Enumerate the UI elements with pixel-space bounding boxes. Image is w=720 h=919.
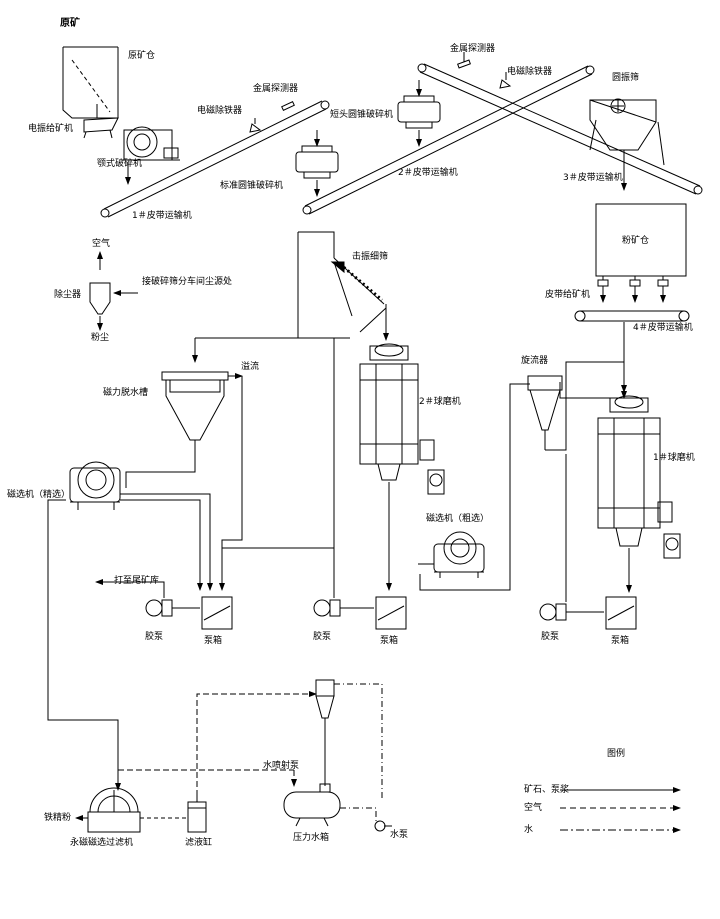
metal-detector-2-label: 金属探测器 <box>450 44 496 54</box>
metal-detector-1-icon <box>281 100 295 112</box>
filtrate-tank <box>187 796 207 833</box>
belt-conveyor-1 <box>100 100 330 218</box>
water-pump-label: 水泵 <box>390 830 409 840</box>
water-pump-icon <box>374 820 386 832</box>
water-jet-pump-label: 水喷射泵 <box>263 761 300 771</box>
pump-box-3-label: 泵箱 <box>611 636 630 646</box>
belt-1-label: 1＃皮带运输机 <box>132 211 192 221</box>
ball-mill-2 <box>359 343 445 495</box>
belt-3-label: 3＃皮带运输机 <box>563 173 623 183</box>
pump-box-2 <box>375 596 407 630</box>
rubber-pump-1-label: 胶泵 <box>145 632 164 642</box>
rubber-pump-3-label: 胶泵 <box>541 632 560 642</box>
air-cyclone-separator <box>315 679 335 786</box>
overflow-label: 溢流 <box>241 362 260 372</box>
iron-remover-1-icon <box>249 123 262 133</box>
raw-ore-label: 原矿 <box>60 18 80 29</box>
belt-conveyor-4 <box>574 310 690 322</box>
mag-sep-rough-label: 磁选机（粗选） <box>426 514 490 524</box>
raw-ore-bin-label: 原矿仓 <box>128 51 156 61</box>
raw-ore-bin <box>62 46 119 119</box>
mag-sep-fine-label: 磁选机（精选） <box>7 490 71 500</box>
iron-remover-2-icon <box>499 79 512 89</box>
pump-box-3 <box>605 596 637 630</box>
jaw-crusher <box>122 126 180 161</box>
belt-2-label: 2＃皮带运输机 <box>398 168 458 178</box>
ball-mill-1 <box>597 395 681 559</box>
pump-box-1 <box>201 596 233 630</box>
pressure-water-tank <box>283 783 341 827</box>
rubber-pump-3 <box>539 603 604 621</box>
rubber-pump-2 <box>313 599 374 617</box>
to-tailings-label: 打至尾矿库 <box>114 576 160 586</box>
dust-collector-label: 除尘器 <box>54 290 82 300</box>
filtrate-tank-label: 滤液缸 <box>185 838 213 848</box>
air-label: 空气 <box>92 239 111 249</box>
standard-cone-crusher <box>295 130 339 197</box>
belt-conveyor-3 <box>417 63 703 195</box>
fine-ore-bin <box>595 203 687 303</box>
iron-remover-1-label: 电磁除铁器 <box>197 106 243 116</box>
magnetic-separator-rough <box>433 531 485 578</box>
impact-fine-screen <box>330 257 389 341</box>
belt-feeder-label: 皮带给矿机 <box>545 290 591 300</box>
short-head-cone-crusher <box>397 80 441 147</box>
ball-mill-1-label: 1＃球磨机 <box>653 453 695 463</box>
pump-box-1-label: 泵箱 <box>204 636 223 646</box>
dust-label: 粉尘 <box>91 333 110 343</box>
pump-box-2-label: 泵箱 <box>380 636 399 646</box>
vibrating-feeder-label: 电振给矿机 <box>28 124 74 134</box>
dust-source-label: 接破碎筛分车间尘源处 <box>142 277 233 287</box>
legend-title: 图例 <box>607 749 626 759</box>
rubber-pump-2-label: 胶泵 <box>313 632 332 642</box>
iron-remover-2-label: 电磁除铁器 <box>507 67 553 77</box>
legend-item-ore: 矿石、泵浆 <box>524 785 570 795</box>
cyclone-label: 旋流器 <box>521 356 549 366</box>
circular-screen-label: 圆振筛 <box>612 73 640 83</box>
impact-screen-label: 击振细筛 <box>352 252 389 262</box>
legend-item-air: 空气 <box>524 803 543 813</box>
belt-conveyor-2 <box>302 65 595 215</box>
legend-item-water: 水 <box>524 825 534 835</box>
fine-ore-bin-label: 粉矿仓 <box>622 236 650 246</box>
metal-detector-1-label: 金属探测器 <box>253 84 299 94</box>
iron-concentrate-label: 铁精粉 <box>44 813 72 823</box>
rubber-pump-1 <box>145 599 200 617</box>
dust-collector <box>89 251 138 331</box>
jaw-crusher-label: 颚式破碎机 <box>97 159 143 169</box>
metal-detector-2-icon <box>457 59 471 69</box>
magnetic-separator-fine <box>69 461 121 510</box>
perm-mag-filter-label: 永磁磁选过滤机 <box>70 838 134 848</box>
permanent-magnetic-filter <box>75 787 141 833</box>
magnetic-dewatering-tank <box>161 337 298 458</box>
circular-vibrating-screen <box>589 98 665 191</box>
legend <box>560 787 681 833</box>
belt-4-label: 4＃皮带运输机 <box>633 323 693 333</box>
ball-mill-2-label: 2＃球磨机 <box>419 397 461 407</box>
vibrating-feeder <box>83 117 119 139</box>
pressure-tank-label: 压力水箱 <box>293 833 330 843</box>
standard-cone-crusher-label: 标准圆锥破碎机 <box>220 181 284 191</box>
short-head-crusher-label: 短头圆锥破碎机 <box>330 110 394 120</box>
mag-dewater-label: 磁力脱水槽 <box>103 388 149 398</box>
